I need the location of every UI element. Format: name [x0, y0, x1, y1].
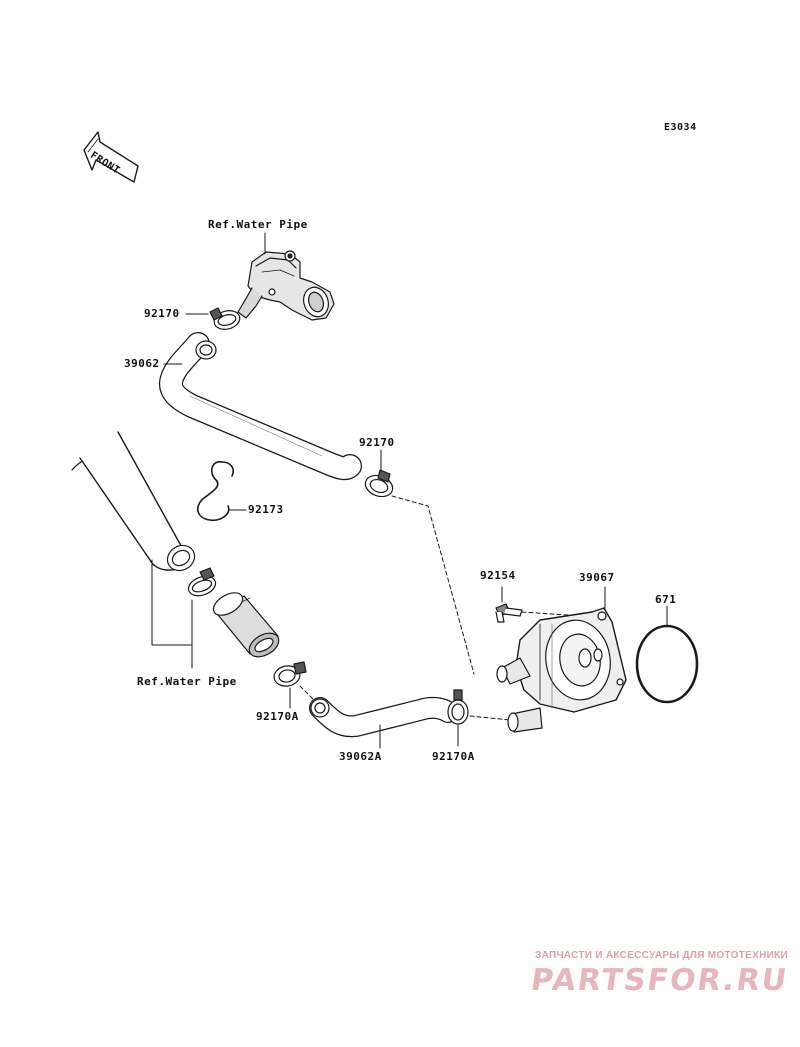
front-arrow-icon [83, 131, 139, 183]
label-clip-92173: 92173 [248, 503, 284, 516]
clip-92173 [197, 461, 235, 522]
hose-39062 [159, 332, 362, 481]
watermark-brand-logo: PARTSFOR.RU [528, 963, 791, 998]
water-pipe-large-left [71, 431, 196, 572]
connector-pipe [212, 592, 280, 658]
diagram-code: E3034 [664, 122, 697, 133]
watermark-tagline: ЗАПЧАСТИ И АКСЕССУАРЫ ДЛЯ МОТОТЕХНИКИ [535, 950, 788, 961]
bolt-92154 [495, 603, 523, 623]
label-o-ring-671: 671 [655, 593, 677, 606]
label-clamp-92170a-lower-left: 92170A [256, 710, 299, 723]
watermark: ЗАПЧАСТИ И АКСЕССУАРЫ ДЛЯ МОТОТЕХНИКИ PA… [478, 950, 791, 998]
label-ref-water-pipe-bottom: Ref.Water Pipe [137, 675, 237, 688]
label-oil-cooler-39067: 39067 [579, 571, 615, 584]
label-hose-39062: 39062 [124, 357, 160, 370]
label-clamp-92170-upper-right: 92170 [359, 436, 395, 449]
clamp-92170-right [364, 469, 394, 498]
label-bolt-92154: 92154 [480, 569, 516, 582]
label-clamp-92170a-lower-right: 92170A [432, 750, 475, 763]
o-ring-671 [635, 624, 699, 704]
clamp-92170a-lower-right [447, 689, 469, 725]
label-clamp-92170-upper-left: 92170 [144, 307, 180, 320]
clamp-92170-upper [209, 307, 241, 330]
clamp-left-pipe [187, 567, 217, 597]
clamp-92170a-lower-left [273, 661, 307, 687]
oil-cooler-39067 [496, 607, 627, 733]
label-hose-39062a: 39062A [339, 750, 382, 763]
water-pipe-fitting-upper [237, 250, 335, 321]
label-ref-water-pipe-top: Ref.Water Pipe [208, 218, 308, 231]
hose-39062a [309, 696, 459, 738]
